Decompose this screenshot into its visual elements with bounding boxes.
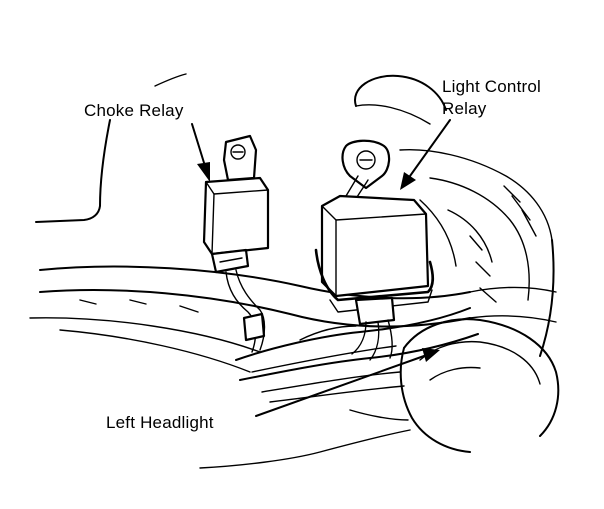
light-control-relay-label-line1: Light Control (442, 77, 541, 96)
choke-relay (202, 134, 270, 353)
left-headlight-arrowhead (422, 348, 440, 362)
wiring-harness (29, 265, 557, 403)
left-headlight (199, 318, 560, 469)
left-headlight-label: Left Headlight (106, 413, 214, 432)
light-control-relay-arrowhead (400, 172, 416, 190)
choke-relay-label: Choke Relay (84, 101, 184, 120)
light-control-relay-label-line2: Relay (442, 99, 487, 118)
leader-arrows (191, 119, 451, 417)
fender-outline (35, 73, 187, 223)
light-control-relay-leader (409, 119, 451, 177)
light-control-relay (314, 139, 435, 361)
choke-relay-leader (191, 123, 206, 167)
left-headlight-leader (255, 355, 425, 417)
choke-relay-arrowhead (197, 162, 210, 182)
